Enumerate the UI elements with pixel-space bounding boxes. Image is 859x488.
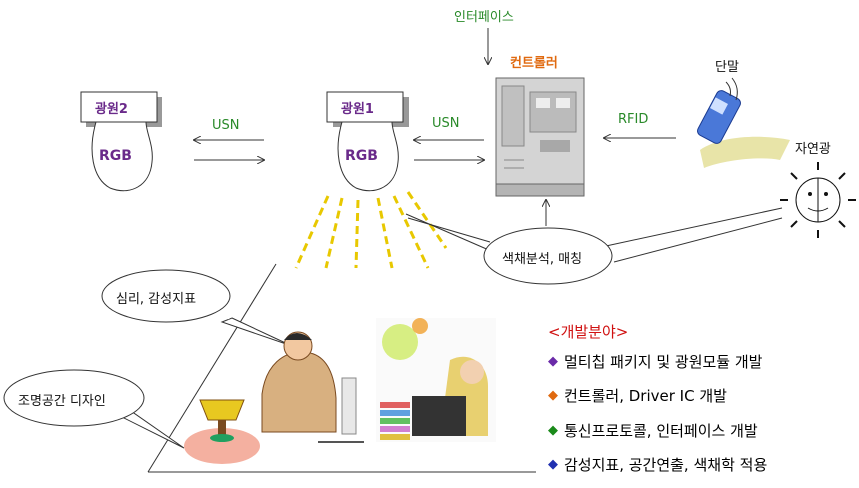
light-source-2 <box>80 91 162 192</box>
terminal-label: 단말 <box>715 60 739 75</box>
natural-light-label: 자연광 <box>795 142 831 157</box>
diamond-bullet-icon: ◆ <box>548 422 558 438</box>
diamond-bullet-icon: ◆ <box>548 457 558 473</box>
woman-laptop-photo <box>376 318 496 442</box>
psych-bubble <box>101 269 293 347</box>
light-beams <box>294 191 448 269</box>
dev-item-text: 통신프로토콜, 인터페이스 개발 <box>564 421 758 440</box>
lighting-design-bubble <box>3 369 185 449</box>
dev-item-text: 컨트롤러, Driver IC 개발 <box>564 387 727 406</box>
table-lamp-icon <box>184 399 260 464</box>
usn-label-right: USN <box>432 116 460 131</box>
interface-label: 인터페이스 <box>454 10 514 25</box>
diamond-bullet-icon: ◆ <box>548 353 558 369</box>
dev-item: ◆ 컨트롤러, Driver IC 개발 <box>548 379 767 414</box>
light2-rgb: RGB <box>99 148 132 164</box>
color-analysis-bubble <box>405 207 783 285</box>
light1-rgb: RGB <box>345 148 378 164</box>
terminal-phone-icon <box>697 77 790 168</box>
dev-item-text: 감성지표, 공간연출, 색채학 적용 <box>564 456 768 475</box>
controller-device <box>495 77 585 197</box>
development-areas-title: <개발분야> <box>548 322 629 341</box>
color-analysis-text: 색채분석, 매칭 <box>502 252 583 267</box>
light-source-1 <box>326 91 409 192</box>
dev-item: ◆ 멀티칩 패키지 및 광원모듈 개발 <box>548 344 767 379</box>
light1-name: 광원1 <box>341 102 374 117</box>
controller-label: 컨트롤러 <box>510 56 558 71</box>
man-at-desk-illustration <box>261 331 364 443</box>
dev-item: ◆ 통신프로토콜, 인터페이스 개발 <box>548 413 767 448</box>
diamond-bullet-icon: ◆ <box>548 388 558 404</box>
sun-icon <box>780 162 856 238</box>
dev-item: ◆ 감성지표, 공간연출, 색채학 적용 <box>548 448 767 483</box>
rfid-label: RFID <box>618 112 649 127</box>
light2-name: 광원2 <box>95 102 128 117</box>
development-areas-list: <개발분야> ◆ 멀티칩 패키지 및 광원모듈 개발 ◆ 컨트롤러, Drive… <box>548 318 767 482</box>
lighting-design-text: 조명공간 디자인 <box>18 394 106 409</box>
psych-text: 심리, 감성지표 <box>116 292 197 307</box>
usn-label-left: USN <box>212 118 240 133</box>
dev-item-text: 멀티칩 패키지 및 광원모듈 개발 <box>564 352 763 371</box>
